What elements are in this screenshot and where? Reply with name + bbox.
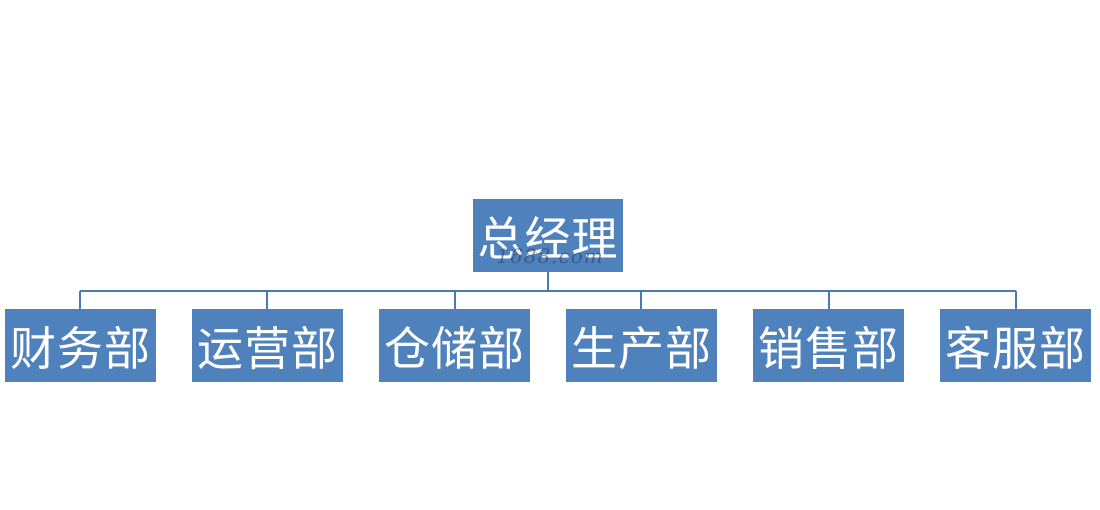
- org-node-label: 运营部: [197, 321, 338, 376]
- org-node-label: 客服部: [945, 321, 1086, 376]
- org-node-label: 仓储部: [384, 321, 525, 376]
- org-node-label: 生产部: [571, 321, 712, 376]
- org-node-finance[interactable]: 财务部: [5, 309, 156, 382]
- org-node-label: 销售部: [758, 321, 899, 376]
- org-node-sales[interactable]: 销售部: [753, 309, 904, 382]
- org-node-operations[interactable]: 运营部: [192, 309, 343, 382]
- org-node-general-manager[interactable]: 总经理: [473, 199, 623, 272]
- org-node-label: 财务部: [10, 321, 151, 376]
- org-node-production[interactable]: 生产部: [566, 309, 717, 382]
- watermark: 1688.com: [496, 244, 604, 268]
- org-node-warehouse[interactable]: 仓储部: [379, 309, 530, 382]
- org-node-customer-service[interactable]: 客服部: [940, 309, 1091, 382]
- org-node-label: 总经理: [477, 211, 619, 266]
